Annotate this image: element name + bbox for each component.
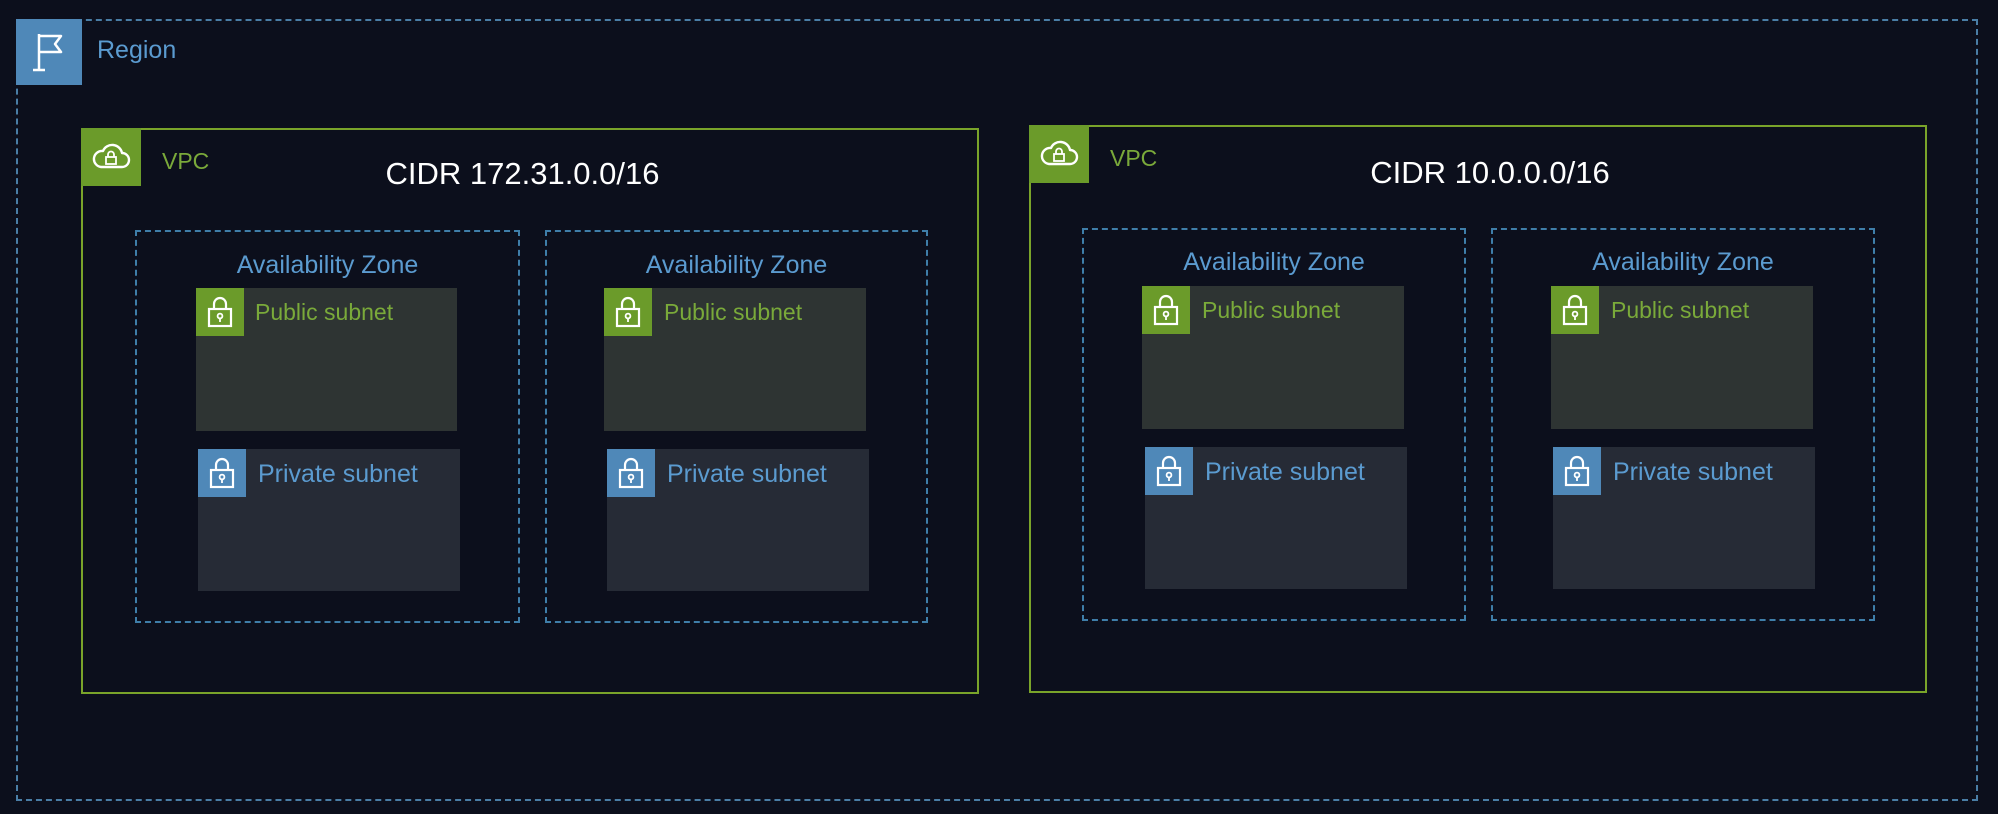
lock-icon xyxy=(1553,447,1601,495)
flag-icon xyxy=(16,19,82,85)
vpc-cidr: CIDR 172.31.0.0/16 xyxy=(385,156,660,191)
availability-zone xyxy=(1082,228,1466,621)
vpc-label: VPC xyxy=(162,148,210,174)
availability-zone-label: Availability Zone xyxy=(1183,248,1365,276)
private-subnet-label: Private subnet xyxy=(667,460,827,488)
region-label: Region xyxy=(97,36,177,64)
public-subnet-label: Public subnet xyxy=(255,299,394,325)
private-subnet-label: Private subnet xyxy=(1613,458,1773,486)
lock-icon xyxy=(607,449,655,497)
cloud-lock-icon xyxy=(1029,125,1089,183)
lock-icon xyxy=(1145,447,1193,495)
availability-zone-label: Availability Zone xyxy=(236,251,419,279)
availability-zone-label: Availability Zone xyxy=(1592,248,1774,276)
cloud-lock-icon xyxy=(81,128,141,186)
vpc-group xyxy=(81,128,979,694)
vpc-cidr: CIDR 10.0.0.0/16 xyxy=(1370,155,1610,190)
public-subnet-label: Public subnet xyxy=(1202,297,1341,323)
availability-zone xyxy=(135,230,520,623)
lock-icon xyxy=(1142,286,1190,334)
availability-zone-label: Availability Zone xyxy=(645,251,828,279)
lock-icon xyxy=(196,288,244,336)
lock-icon xyxy=(604,288,652,336)
public-subnet-label: Public subnet xyxy=(664,299,803,325)
region-group xyxy=(16,19,1978,801)
private-subnet-label: Private subnet xyxy=(258,460,418,488)
availability-zone xyxy=(545,230,928,623)
lock-icon xyxy=(1551,286,1599,334)
lock-icon xyxy=(198,449,246,497)
vpc-label: VPC xyxy=(1110,145,1158,171)
availability-zone xyxy=(1491,228,1875,621)
public-subnet-label: Public subnet xyxy=(1611,297,1750,323)
private-subnet-label: Private subnet xyxy=(1205,458,1365,486)
vpc-group xyxy=(1029,125,1927,693)
